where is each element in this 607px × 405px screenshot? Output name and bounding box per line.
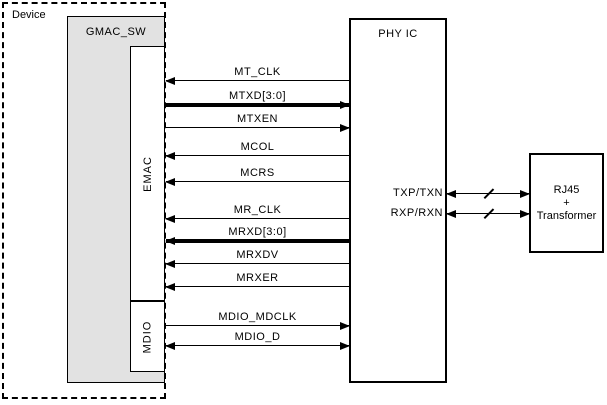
signal-label-mt-clk: MT_CLK xyxy=(234,66,281,78)
arrowhead-right xyxy=(340,321,350,330)
arrowhead-right xyxy=(340,123,350,132)
arrowhead-right xyxy=(340,100,350,109)
media-label-txp-txn: TXP/TXN xyxy=(393,187,443,199)
signal-label-mcol: MCOL xyxy=(240,141,275,153)
signal-wire xyxy=(166,127,349,128)
arrowhead-right xyxy=(520,189,530,198)
arrowhead-left xyxy=(446,189,456,198)
phy-ic-block: PHY IC xyxy=(349,18,447,383)
signal-wire xyxy=(166,103,349,107)
signal-wire xyxy=(166,80,349,81)
signal-label-mrxer: MRXER xyxy=(236,272,279,284)
arrowhead-left xyxy=(165,259,175,268)
signal-wire xyxy=(166,286,349,287)
media-label-rxp-rxn: RXP/RXN xyxy=(390,207,443,219)
device-boundary-box: Device xyxy=(2,2,166,399)
gmac-sw-label: GMAC_SW xyxy=(85,26,147,38)
signal-wire xyxy=(166,263,349,264)
signal-label-mr-clk: MR_CLK xyxy=(233,204,282,216)
signal-wire xyxy=(166,325,349,326)
signal-label-mrxdv: MRXDV xyxy=(236,249,279,261)
signal-label-mtxen: MTXEN xyxy=(237,113,278,125)
device-label: Device xyxy=(12,9,46,21)
arrowhead-right xyxy=(520,209,530,218)
mdio-block: MDIO xyxy=(130,301,165,372)
arrowhead-left xyxy=(165,214,175,223)
signal-wire xyxy=(166,218,349,219)
arrowhead-left xyxy=(165,76,175,85)
phy-ic-label: PHY IC xyxy=(378,28,418,40)
signal-label-mrxd-3-0: MRXD[3:0] xyxy=(228,226,287,238)
rj45-transformer-block: RJ45 + Transformer xyxy=(529,153,604,253)
signal-label-mcrs: MCRS xyxy=(240,167,275,179)
arrowhead-left xyxy=(165,236,175,245)
signal-wire xyxy=(166,155,349,156)
signal-wire xyxy=(166,345,349,346)
signal-label-mdio-d: MDIO_D xyxy=(234,331,281,343)
emac-label: EMAC xyxy=(141,155,154,192)
signal-wire xyxy=(166,181,349,182)
rj45-label-line1: RJ45 xyxy=(553,183,580,196)
signal-label-mtxd-3-0: MTXD[3:0] xyxy=(228,90,287,102)
arrowhead-left xyxy=(165,151,175,160)
arrowhead-right xyxy=(340,341,350,350)
mdio-label: MDIO xyxy=(141,320,154,353)
arrowhead-left xyxy=(165,282,175,291)
rj45-label-line3: Transformer xyxy=(536,209,597,222)
rj45-label-line2: + xyxy=(563,196,570,209)
signal-wire xyxy=(166,239,349,243)
emac-block: EMAC xyxy=(130,46,165,301)
arrowhead-left xyxy=(446,209,456,218)
signal-label-mdio-mdclk: MDIO_MDCLK xyxy=(218,311,297,323)
arrowhead-left xyxy=(165,177,175,186)
arrowhead-left xyxy=(165,341,175,350)
